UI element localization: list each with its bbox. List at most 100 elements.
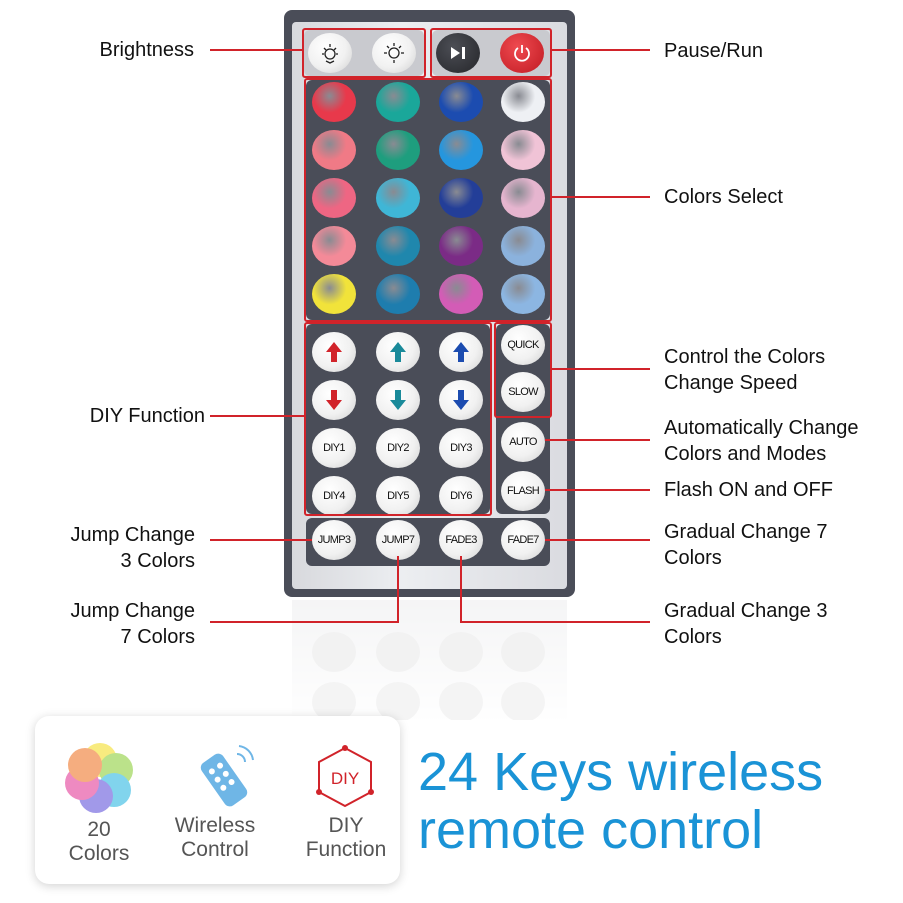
diy3-button[interactable]: DIY3 — [439, 428, 483, 468]
power-button[interactable] — [500, 33, 544, 73]
feature-diy: DIY Function — [297, 814, 395, 862]
speed-callout: Control the Colors Change Speed — [664, 344, 825, 396]
color-key-r3c1[interactable] — [312, 178, 356, 218]
brightness-up-button[interactable] — [372, 33, 416, 73]
feature-diy-line1: DIY — [328, 814, 364, 837]
fade7-button[interactable]: FADE7 — [501, 520, 545, 560]
pause-run-button[interactable] — [436, 33, 480, 73]
headline-line2: remote control — [418, 800, 764, 860]
color-key-r3c4[interactable] — [501, 178, 545, 218]
feature-diy-line2: Function — [305, 838, 387, 861]
brightness-up-icon — [384, 43, 404, 63]
fade3-line — [460, 556, 650, 623]
flash-label: FLASH — [507, 485, 540, 497]
power-icon — [514, 45, 530, 62]
color-key-r5c1[interactable] — [312, 274, 356, 314]
fade7-callout-line2: Colors — [664, 547, 722, 569]
color-key-r3c2[interactable] — [376, 178, 420, 218]
diy1-button[interactable]: DIY1 — [312, 428, 356, 468]
remote-control: DIY1 DIY2 DIY3 DIY4 DIY5 DIY6 QUICK SLOW… — [284, 10, 575, 597]
arrow-down-icon — [390, 390, 406, 410]
pause-run-callout: Pause/Run — [664, 40, 763, 62]
color-key-r1c4[interactable] — [501, 82, 545, 122]
color-key-r4c3[interactable] — [439, 226, 483, 266]
diy-hexagon-icon: DIY — [316, 745, 374, 808]
speed-callout-line2: Change Speed — [664, 372, 798, 394]
color-key-r1c3[interactable] — [439, 82, 483, 122]
diy5-button[interactable]: DIY5 — [376, 476, 420, 516]
auto-callout: Automatically Change Colors and Modes — [664, 415, 859, 467]
auto-button[interactable]: AUTO — [501, 422, 545, 462]
arrow-down-icon — [326, 390, 342, 410]
diy3-label: DIY3 — [450, 442, 472, 454]
diy-down-1-button[interactable] — [312, 380, 356, 420]
diy4-button[interactable]: DIY4 — [312, 476, 356, 516]
brightness-callout: Brightness — [99, 39, 195, 61]
diy-down-3-button[interactable] — [439, 380, 483, 420]
color-key-r5c3[interactable] — [439, 274, 483, 314]
diy-badge-text: DIY — [331, 769, 359, 788]
fade7-callout-line1: Gradual Change 7 — [664, 521, 828, 543]
fade3-callout-line2: Colors — [664, 626, 722, 648]
diy-up-2-button[interactable] — [376, 332, 420, 372]
color-key-r2c4[interactable] — [501, 130, 545, 170]
color-key-r2c2[interactable] — [376, 130, 420, 170]
arrow-down-icon — [453, 390, 469, 410]
diy2-label: DIY2 — [387, 442, 409, 454]
jump7-callout: Jump Change 7 Colors — [70, 598, 195, 650]
flash-button[interactable]: FLASH — [501, 471, 545, 511]
color-key-r5c2[interactable] — [376, 274, 420, 314]
color-key-r2c1[interactable] — [312, 130, 356, 170]
diy-down-2-button[interactable] — [376, 380, 420, 420]
play-pause-icon — [451, 47, 465, 59]
color-key-r4c4[interactable] — [501, 226, 545, 266]
auto-callout-line1: Automatically Change — [664, 417, 859, 439]
flash-callout: Flash ON and OFF — [664, 479, 833, 501]
headline-line1: 24 Keys wireless — [418, 742, 824, 802]
jump7-label: JUMP7 — [381, 534, 415, 546]
quick-label: QUICK — [507, 339, 539, 351]
color-key-r4c1[interactable] — [312, 226, 356, 266]
color-key-r5c4[interactable] — [501, 274, 545, 314]
auto-callout-line2: Colors and Modes — [664, 443, 827, 465]
feature-card: 20 Colors Wireless Control DIY DIY Funct… — [35, 716, 400, 884]
diy-up-3-button[interactable] — [439, 332, 483, 372]
diy4-label: DIY4 — [323, 490, 345, 502]
speed-callout-line1: Control the Colors — [664, 346, 826, 368]
color-key-r3c3[interactable] — [439, 178, 483, 218]
fade3-label: FADE3 — [445, 534, 477, 546]
brightness-down-icon — [322, 44, 338, 64]
color-key-r2c3[interactable] — [439, 130, 483, 170]
diy5-label: DIY5 — [387, 490, 409, 502]
jump7-callout-line2: 7 Colors — [120, 626, 195, 648]
diy6-button[interactable]: DIY6 — [439, 476, 483, 516]
auto-label: AUTO — [509, 436, 537, 448]
color-petals-icon — [65, 743, 133, 813]
diy-function-callout: DIY Function — [89, 405, 205, 427]
feature-wireless-line2: Control — [181, 838, 249, 861]
color-key-r1c2[interactable] — [376, 82, 420, 122]
remote-control-icon — [200, 745, 254, 807]
color-key-r4c2[interactable] — [376, 226, 420, 266]
diy2-button[interactable]: DIY2 — [376, 428, 420, 468]
slow-button[interactable]: SLOW — [501, 372, 545, 412]
brightness-down-button[interactable] — [308, 33, 352, 73]
arrow-up-icon — [326, 342, 342, 362]
slow-label: SLOW — [508, 386, 538, 398]
jump3-button[interactable]: JUMP3 — [312, 520, 356, 560]
jump7-button[interactable]: JUMP7 — [376, 520, 420, 560]
feature-colors-line2: Colors — [68, 842, 130, 865]
colors-highlight — [304, 78, 552, 322]
quick-button[interactable]: QUICK — [501, 325, 545, 365]
jump3-callout-line2: 3 Colors — [120, 550, 195, 572]
diy6-label: DIY6 — [450, 490, 472, 502]
fade3-callout: Gradual Change 3 Colors — [664, 598, 827, 650]
pause-run-highlight — [430, 28, 552, 78]
feature-colors: 20 Colors — [53, 818, 145, 866]
fade3-button[interactable]: FADE3 — [439, 520, 483, 560]
color-key-r1c1[interactable] — [312, 82, 356, 122]
remote-reflection — [284, 600, 575, 720]
fade7-label: FADE7 — [507, 534, 539, 546]
diy-up-1-button[interactable] — [312, 332, 356, 372]
feature-wireless: Wireless Control — [163, 814, 267, 862]
